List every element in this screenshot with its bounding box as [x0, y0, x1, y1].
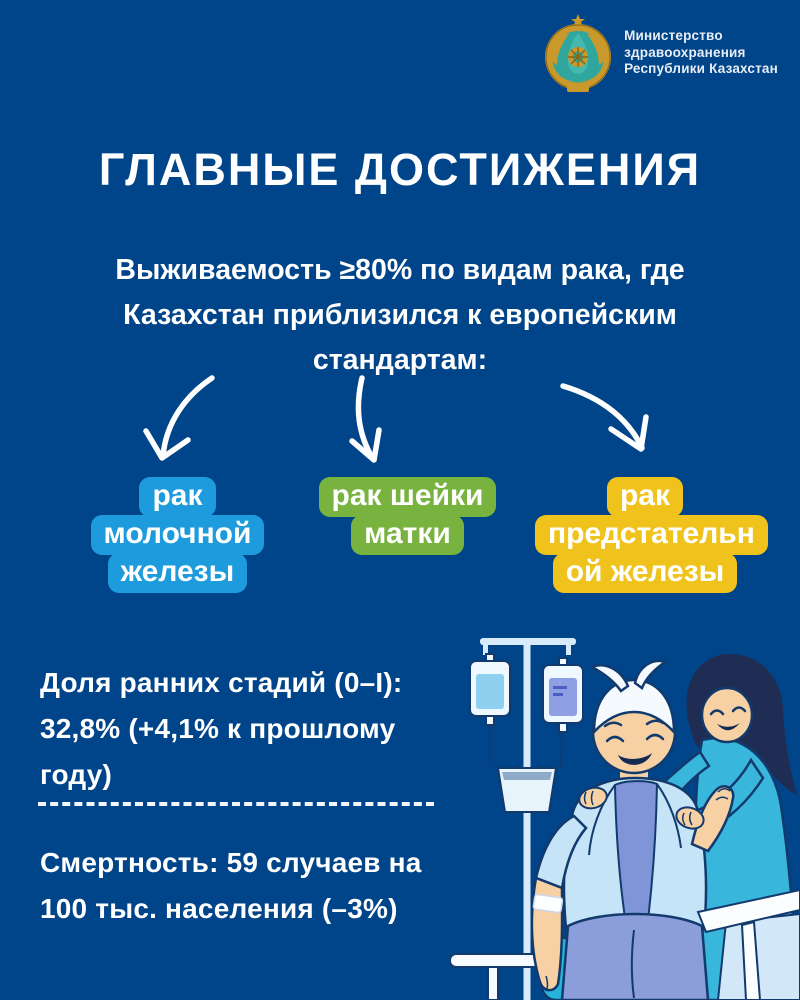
subtitle-line: Казахстан приблизился к европейским — [123, 299, 677, 331]
kazakhstan-emblem-icon — [545, 14, 612, 92]
iv-stand-icon — [469, 638, 584, 1000]
badge-line: рак — [606, 477, 684, 517]
ministry-name-line: Республики Казахстан — [624, 61, 778, 77]
subtitle-line: Выживаемость ≥80% по видам рака, где — [115, 254, 685, 286]
badge-line: рак шейки — [318, 477, 497, 517]
stat-line: 100 тыс. населения (–3%) — [40, 893, 398, 924]
badge-line: матки — [351, 515, 464, 555]
badge-line: железы — [107, 553, 248, 593]
badge-prostate-cancer: рак предстательн ой железы — [535, 477, 768, 593]
stat-line: Смертность: 59 случаев на — [40, 847, 422, 878]
overbed-table — [696, 888, 800, 1000]
curved-arrow-down-left-icon — [143, 375, 215, 461]
patient-caregiver-illustration — [450, 638, 800, 1000]
ministry-name-line: здравоохранения — [624, 44, 746, 60]
stat-line: Доля ранних стадий (0–I): — [40, 667, 403, 698]
badge-cervical-cancer: рак шейки матки — [305, 477, 510, 555]
mortality-stat: Смертность: 59 случаев на 100 тыс. насел… — [40, 840, 422, 932]
badge-line: предстательн — [535, 515, 768, 555]
badge-breast-cancer: рак молочной железы — [70, 477, 285, 593]
badge-line: ой железы — [552, 553, 738, 593]
stat-line: 32,8% (+4,1% к прошлому — [40, 713, 396, 744]
early-stage-stat: Доля ранних стадий (0–I): 32,8% (+4,1% к… — [40, 660, 402, 798]
badge-line: рак — [139, 477, 216, 517]
ministry-name-line: Министерство — [624, 28, 723, 44]
badge-line: молочной — [90, 515, 265, 555]
dashed-divider — [38, 802, 434, 806]
caregiver-hands — [578, 786, 705, 830]
curved-arrow-down-icon — [349, 375, 382, 463]
page-title: ГЛАВНЫЕ ДОСТИЖЕНИЯ — [98, 144, 702, 195]
ministry-name: Министерство здравоохранения Республики … — [624, 28, 778, 78]
stat-line: году) — [40, 759, 113, 790]
ministry-header: Министерство здравоохранения Республики … — [541, 13, 778, 93]
subtitle-line: стандартам: — [312, 344, 488, 376]
patient — [530, 659, 735, 1000]
curved-arrow-down-right-icon — [560, 383, 649, 452]
arrows-group — [143, 375, 649, 463]
subtitle: Выживаемость ≥80% по видам рака, где Каз… — [0, 248, 800, 383]
